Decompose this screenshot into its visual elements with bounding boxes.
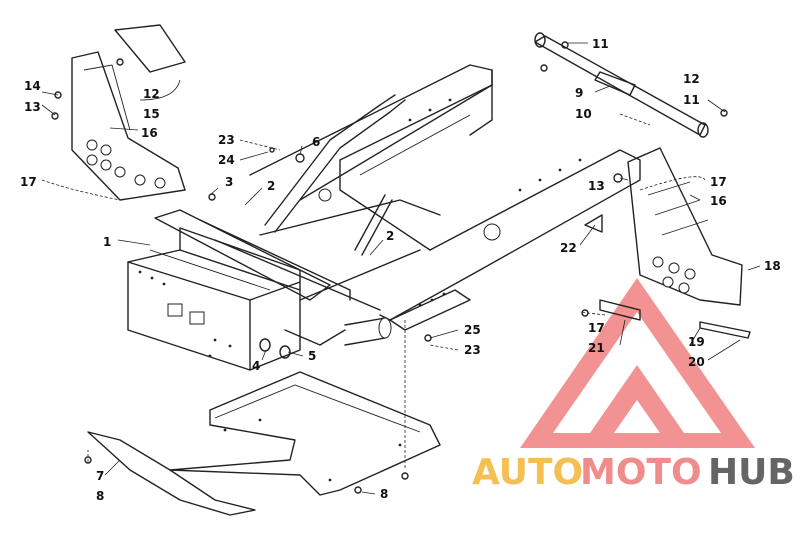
callout-5: 5: [308, 349, 316, 363]
hardware-bolts: [51, 41, 728, 494]
steering-bar: [534, 32, 709, 138]
callout-16: 16: [710, 194, 727, 208]
callout-21: 21: [588, 341, 605, 355]
callout-15: 15: [143, 107, 160, 121]
callout-6: 6: [312, 135, 320, 149]
callout-17: 17: [710, 175, 727, 189]
leader-lines: [41, 42, 761, 495]
watermark-wordmark: AUTO MOTO HUB: [472, 452, 795, 493]
chassis-tunnel: [249, 64, 641, 331]
right-footrest: [584, 147, 751, 339]
callout-4: 4: [252, 359, 260, 373]
watermark-logo-triangle: [520, 278, 755, 448]
watermark-part-auto: AUTO: [472, 452, 583, 493]
callout-2: 2: [267, 179, 275, 193]
callout-22: 22: [560, 241, 577, 255]
callout-labels: 11 12 11 9 10 14 13 12 15 16 17 23 24 6 …: [20, 37, 781, 503]
cross-members: [154, 199, 441, 346]
left-footrest: [71, 24, 186, 201]
callout-23: 23: [464, 343, 481, 357]
skid-plate: [87, 371, 441, 516]
callout-25: 25: [464, 323, 481, 337]
callout-14: 14: [24, 79, 41, 93]
callout-13: 13: [588, 179, 605, 193]
callout-24: 24: [218, 153, 235, 167]
callout-11: 11: [592, 37, 609, 51]
callout-13: 13: [24, 100, 41, 114]
watermark-part-moto: MOTO: [580, 452, 702, 493]
front-frame: [127, 227, 301, 371]
callout-17: 17: [588, 321, 605, 335]
callout-2: 2: [386, 229, 394, 243]
callout-8: 8: [380, 487, 388, 501]
steering-post: [264, 94, 406, 256]
callout-12: 12: [143, 87, 160, 101]
callout-18: 18: [764, 259, 781, 273]
watermark-part-hub: HUB: [708, 452, 795, 493]
callout-19: 19: [688, 335, 705, 349]
callout-7: 7: [96, 469, 104, 483]
callout-16: 16: [141, 126, 158, 140]
callout-12: 12: [683, 72, 700, 86]
callout-17: 17: [20, 175, 37, 189]
callout-1: 1: [103, 235, 111, 249]
callout-3: 3: [225, 175, 233, 189]
spindle-tube: [259, 317, 392, 359]
callout-20: 20: [688, 355, 705, 369]
callout-23: 23: [218, 133, 235, 147]
callout-8: 8: [96, 489, 104, 503]
callout-10: 10: [575, 107, 592, 121]
callout-11: 11: [683, 93, 700, 107]
callout-9: 9: [575, 86, 583, 100]
